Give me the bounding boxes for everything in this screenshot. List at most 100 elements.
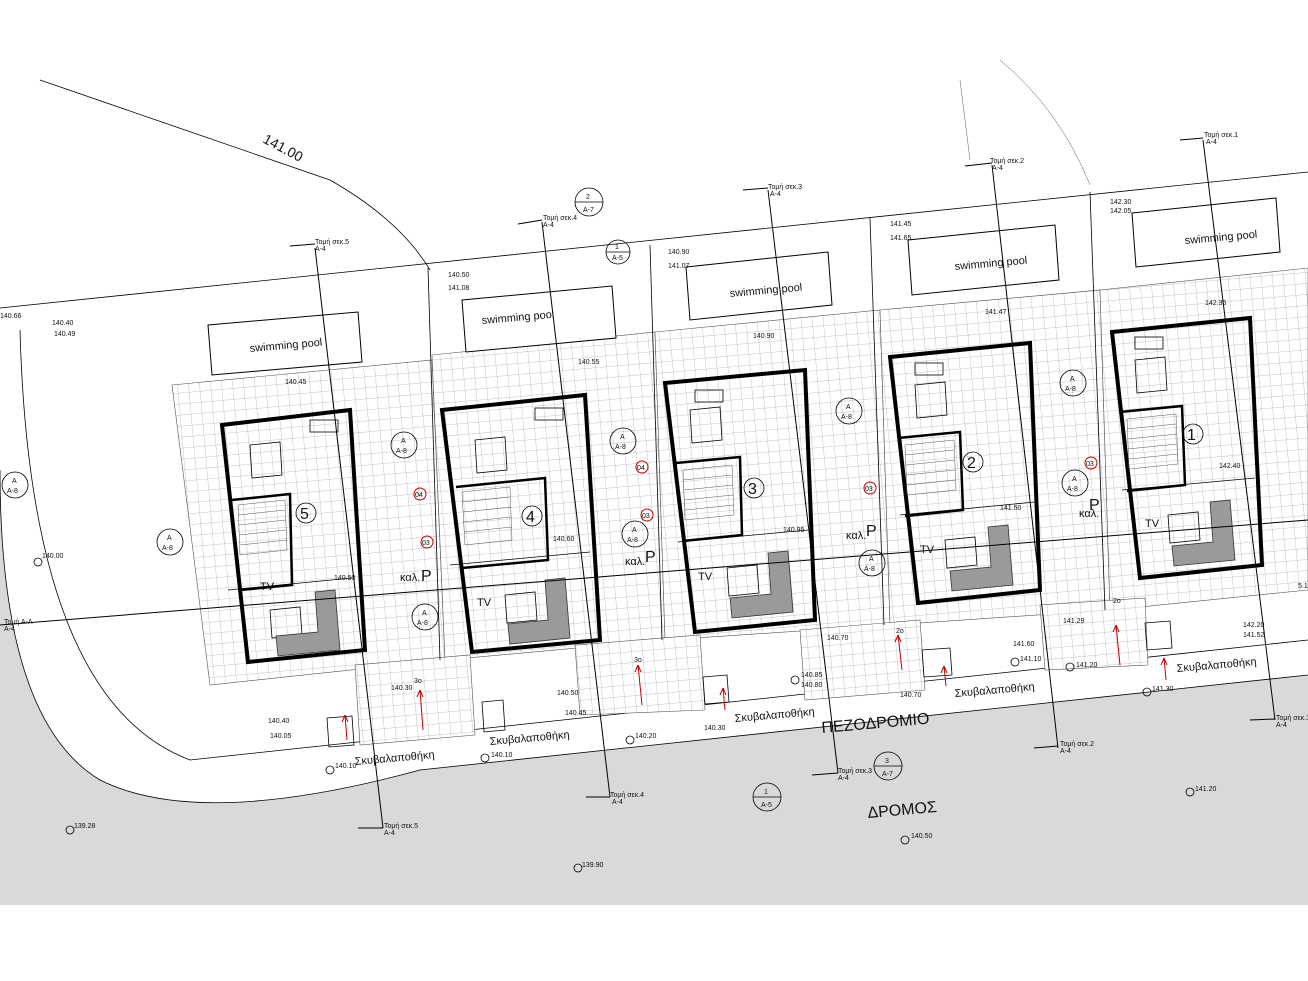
- svg-text:140.10: 140.10: [491, 752, 513, 759]
- sidewalk-edge: [19, 329, 1308, 761]
- svg-text:140.05: 140.05: [270, 733, 292, 740]
- svg-text:A-8: A-8: [417, 620, 428, 627]
- svg-text:140.85: 140.85: [801, 672, 823, 679]
- svg-text:140.80: 140.80: [801, 682, 823, 689]
- section-line-labels: Τομή σεκ.5A-4 Τομή σεκ.5A-4 Τομή σεκ.4A-…: [4, 132, 1308, 837]
- svg-text:P: P: [645, 549, 656, 566]
- svg-text:141.30: 141.30: [1152, 686, 1174, 693]
- svg-text:141.47: 141.47: [985, 309, 1007, 316]
- svg-text:140.50: 140.50: [334, 575, 356, 582]
- svg-text:141.10: 141.10: [1020, 656, 1042, 663]
- contour-elevation-label: 141.00: [261, 131, 307, 165]
- svg-text:P: P: [1089, 497, 1100, 514]
- svg-text:καλ.: καλ.: [400, 572, 420, 584]
- svg-text:A: A: [422, 610, 427, 617]
- svg-text:Τομή σεκ.3: Τομή σεκ.3: [838, 768, 872, 775]
- svg-text:140.50: 140.50: [448, 272, 470, 279]
- svg-text:Τομή σεκ.1: Τομή σεκ.1: [1204, 132, 1238, 139]
- svg-text:140.45: 140.45: [285, 379, 307, 386]
- svg-text:A-8: A-8: [1065, 386, 1076, 393]
- svg-text:141.29: 141.29: [1063, 618, 1085, 625]
- svg-text:A-8: A-8: [864, 566, 875, 573]
- stairs-count-label: 3ο: [634, 657, 642, 664]
- svg-text:A-8: A-8: [1067, 486, 1078, 493]
- svg-text:140.30: 140.30: [391, 685, 413, 692]
- svg-text:140.66: 140.66: [0, 313, 22, 320]
- svg-text:A: A: [620, 434, 625, 441]
- svg-text:142.30: 142.30: [1110, 199, 1132, 206]
- tv-label: TV: [1145, 518, 1160, 530]
- svg-text:A-8: A-8: [615, 444, 626, 451]
- svg-text:141.07: 141.07: [668, 263, 690, 270]
- svg-text:A-4: A-4: [992, 165, 1003, 172]
- svg-text:Τομή Α-Α: Τομή Α-Α: [4, 619, 33, 626]
- svg-text:1: 1: [615, 244, 619, 251]
- storage-label: Σκυβαλαποθήκη: [354, 749, 435, 768]
- svg-text:140.50: 140.50: [911, 833, 933, 840]
- svg-text:141.08: 141.08: [448, 285, 470, 292]
- svg-text:A-5: A-5: [761, 802, 772, 809]
- svg-text:140.50: 140.50: [557, 690, 579, 697]
- road-area: [0, 470, 1308, 905]
- svg-text:A-4: A-4: [543, 222, 554, 229]
- svg-text:141.65: 141.65: [890, 235, 912, 242]
- svg-text:A-8: A-8: [162, 545, 173, 552]
- svg-text:A-4: A-4: [838, 775, 849, 782]
- svg-text:141.60: 141.60: [1013, 641, 1035, 648]
- svg-text:140.40: 140.40: [52, 320, 74, 327]
- svg-text:142.40: 142.40: [1219, 463, 1241, 470]
- site-boundary: [0, 171, 1308, 309]
- svg-text:Τομή σεκ.5: Τομή σεκ.5: [315, 239, 349, 246]
- unit-number: 1: [1187, 427, 1196, 444]
- svg-text:A-8: A-8: [7, 488, 18, 495]
- svg-text:2: 2: [586, 194, 590, 201]
- tv-label: TV: [698, 571, 713, 583]
- svg-text:04: 04: [415, 492, 423, 499]
- svg-text:139.28: 139.28: [74, 823, 96, 830]
- svg-text:Τομή σεκ.4: Τομή σεκ.4: [543, 215, 577, 222]
- svg-text:P: P: [421, 568, 432, 585]
- swimming-pools: [207, 197, 1281, 376]
- storage-label: Σκυβαλαποθήκη: [734, 706, 815, 725]
- svg-text:A-5: A-5: [612, 255, 623, 262]
- svg-text:A-8: A-8: [841, 414, 852, 421]
- furniture: [249, 336, 1236, 657]
- contour-line-2: [959, 59, 1091, 186]
- svg-text:141.20: 141.20: [1076, 662, 1098, 669]
- svg-text:140.55: 140.55: [578, 359, 600, 366]
- stairs: [237, 413, 1179, 556]
- house-walls: [219, 315, 1265, 665]
- svg-text:141.50: 141.50: [1000, 505, 1022, 512]
- svg-text:A-4: A-4: [4, 626, 15, 633]
- svg-text:A-4: A-4: [770, 191, 781, 198]
- unit-number: 3: [748, 481, 757, 498]
- svg-text:A-4: A-4: [384, 830, 395, 837]
- svg-text:140.70: 140.70: [900, 692, 922, 699]
- svg-text:140.70: 140.70: [827, 635, 849, 642]
- svg-text:140.45: 140.45: [565, 710, 587, 717]
- unit-number: 2: [967, 455, 976, 472]
- svg-text:A-4: A-4: [1276, 722, 1287, 729]
- tv-label: TV: [920, 544, 935, 556]
- svg-text:140.30: 140.30: [704, 725, 726, 732]
- svg-text:03: 03: [865, 486, 873, 493]
- svg-text:Τομή σεκ.4: Τομή σεκ.4: [610, 792, 644, 799]
- svg-text:A: A: [632, 527, 637, 534]
- road-edge: [0, 469, 1308, 804]
- svg-text:A-7: A-7: [583, 207, 594, 214]
- storage-label: Σκυβαλαποθήκη: [1176, 656, 1257, 675]
- svg-text:142.35: 142.35: [1205, 300, 1227, 307]
- svg-text:140.40: 140.40: [268, 718, 290, 725]
- svg-text:139.90: 139.90: [582, 862, 604, 869]
- svg-text:A: A: [401, 438, 406, 445]
- svg-text:καλ.: καλ.: [846, 530, 866, 542]
- road-label: ΔΡΟΜΟΣ: [867, 799, 938, 822]
- svg-text:141.52: 141.52: [1243, 632, 1265, 639]
- svg-text:140.49: 140.49: [54, 331, 76, 338]
- svg-text:A-4: A-4: [1060, 748, 1071, 755]
- svg-text:Τομή σεκ.5: Τομή σεκ.5: [384, 823, 418, 830]
- svg-text:3: 3: [885, 758, 889, 765]
- svg-text:140.95: 140.95: [783, 527, 805, 534]
- svg-text:140.20: 140.20: [635, 733, 657, 740]
- svg-text:Τομή σεκ.1: Τομή σεκ.1: [1276, 715, 1308, 722]
